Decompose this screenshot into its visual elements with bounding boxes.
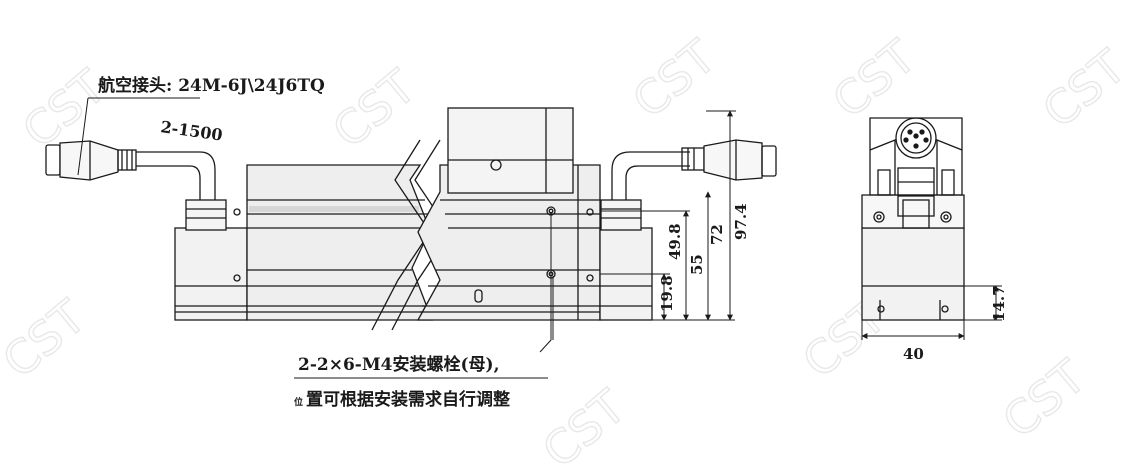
watermark-text: CST bbox=[1032, 39, 1129, 138]
dim-72: 72 bbox=[708, 224, 726, 245]
right-connector bbox=[600, 139, 777, 231]
cable-label: 2-1500 bbox=[159, 117, 223, 144]
bolt-label-line1: 2-2×6-M4安装螺栓(母), bbox=[298, 354, 500, 375]
bolt-label-prefix: 位 bbox=[294, 396, 303, 408]
watermark-text: CST bbox=[322, 59, 426, 158]
dim-49-8: 49.8 bbox=[666, 223, 684, 260]
connector-label: 航空接头: 24M-6J\24J6TQ bbox=[98, 75, 325, 96]
dim-97-4: 97.4 bbox=[732, 203, 750, 240]
dim-40: 40 bbox=[903, 345, 924, 363]
front-view bbox=[45, 107, 777, 331]
rail-right bbox=[416, 164, 601, 321]
bolt-label-line2: 置可根据安装需求自行调整 bbox=[306, 389, 510, 410]
left-connector bbox=[45, 140, 227, 231]
watermark-text: CST bbox=[0, 289, 96, 388]
dim-55: 55 bbox=[688, 254, 706, 275]
front-dimensions bbox=[77, 97, 736, 379]
dim-14-7: 14.7 bbox=[990, 285, 1008, 322]
watermark-text: CST bbox=[992, 349, 1096, 448]
side-view bbox=[861, 117, 965, 321]
front-labels: 航空接头: 24M-6J\24J6TQ 2-1500 2-2×6-M4安装螺栓(… bbox=[98, 75, 750, 410]
watermark-text: CST bbox=[822, 29, 926, 128]
dim-19-8: 19.8 bbox=[658, 275, 676, 312]
watermark-text: CST bbox=[622, 29, 726, 128]
rail-left bbox=[246, 164, 433, 321]
side-dimensions bbox=[861, 285, 1002, 340]
carriage-block bbox=[447, 107, 574, 194]
watermark-text: CST bbox=[532, 379, 636, 472]
